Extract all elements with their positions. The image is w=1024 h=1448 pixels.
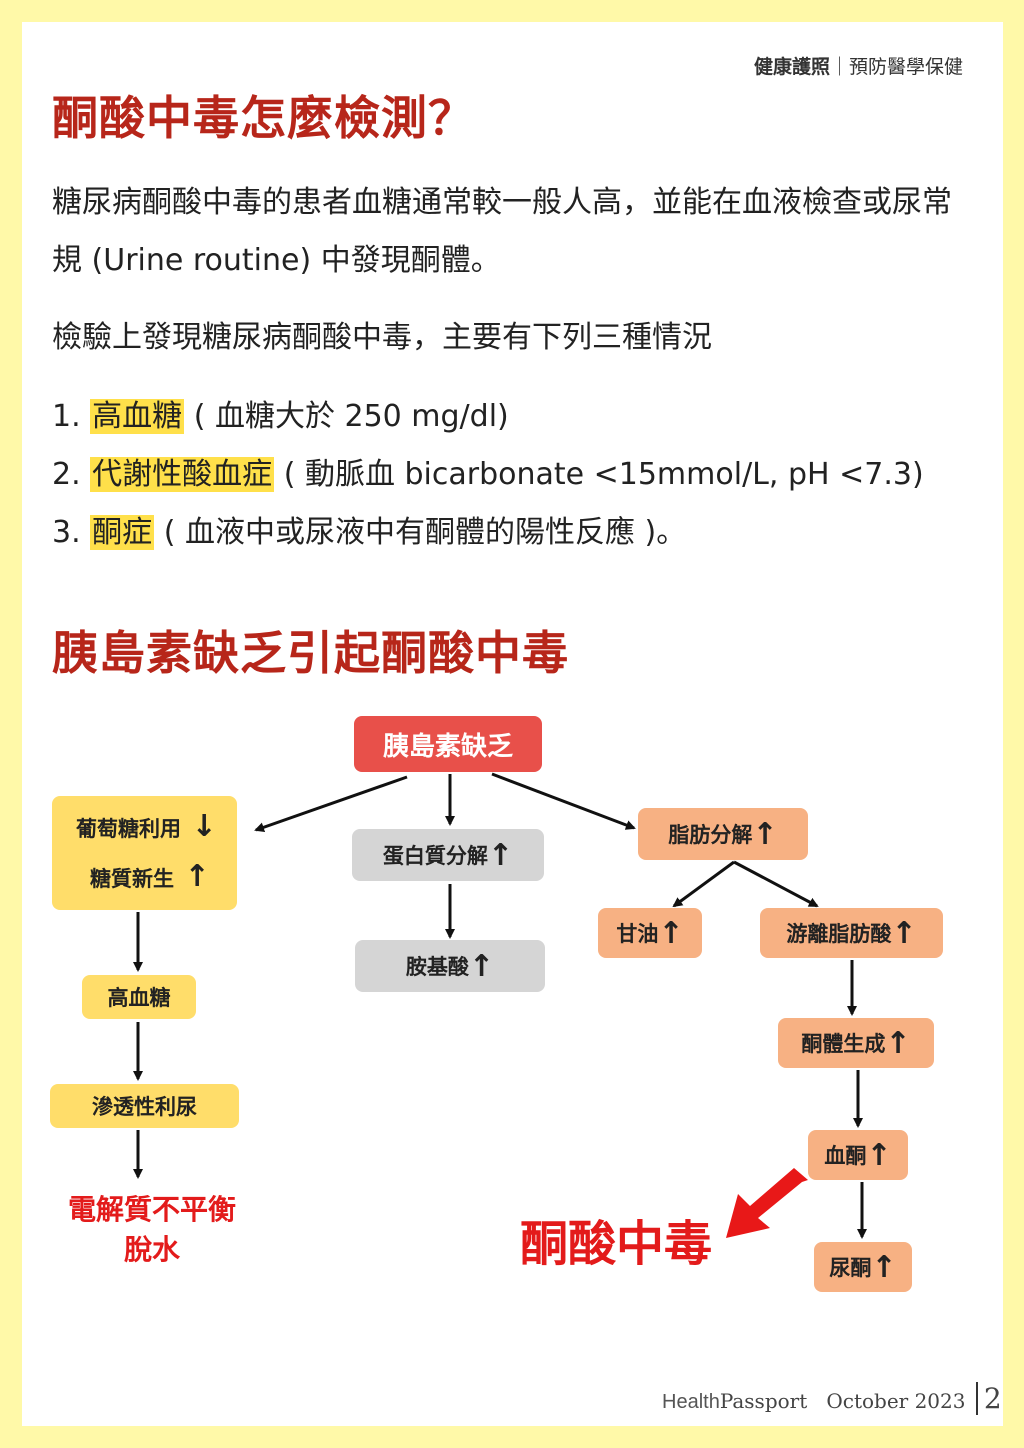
criteria-list: 1. 高血糖 ( 血糖大於 250 mg/dl) 2. 代謝性酸血症 ( 動脈血… — [52, 388, 924, 562]
header-brand: 健康護照 — [753, 56, 830, 78]
footer-brand-passport: Passport — [719, 1389, 808, 1413]
box-protein-breakdown: 蛋白質分解 — [352, 829, 544, 881]
box-free-fatty-acid: 游離脂肪酸 — [760, 908, 943, 958]
red-arrow-icon — [726, 1168, 808, 1238]
box-glycerol: 甘油 — [598, 908, 702, 958]
result-electrolyte: 電解質不平衡 脫水 — [67, 1193, 236, 1266]
page-footer: HealthPassport October 2023 2 — [662, 1382, 1002, 1415]
page-number: 2 — [975, 1382, 1002, 1415]
box-hyperglycemia: 高血糖 — [82, 975, 196, 1019]
box-osmotic-diuresis: 滲透性利尿 — [50, 1084, 239, 1128]
intro-paragraph: 糖尿病酮酸中毒的患者血糖通常較一般人高，並能在血液檢查或尿常規 (Urine r… — [52, 185, 952, 278]
highlight-term: 高血糖 — [90, 399, 185, 434]
list-item: 3. 酮症 ( 血液中或尿液中有酮體的陽性反應 )。 — [52, 515, 687, 550]
list-item: 2. 代謝性酸血症 ( 動脈血 bicarbonate <15mmol/L, p… — [52, 457, 924, 492]
box-lipolysis: 脂肪分解 — [638, 808, 808, 860]
page-header: 健康護照｜預防醫學保健 — [754, 52, 963, 79]
highlight-term: 代謝性酸血症 — [90, 457, 275, 492]
section-title-detection: 酮酸中毒怎麼檢測？ — [52, 91, 475, 145]
arrow-root-to-glucose — [254, 775, 408, 833]
arrow-lipolysis-to-glycerol — [672, 860, 735, 908]
box-urine-ketone: 尿酮 — [814, 1242, 912, 1292]
list-item: 1. 高血糖 ( 血糖大於 250 mg/dl) — [52, 399, 509, 434]
section-title-insulin: 胰島素缺乏引起酮酸中毒 — [52, 626, 569, 680]
box-amino-acid: 胺基酸 — [355, 940, 545, 992]
header-separator: ｜ — [829, 56, 849, 78]
highlight-term: 酮症 — [90, 515, 155, 550]
box-ketone-generation: 酮體生成 — [778, 1018, 934, 1068]
footer-date: October 2023 — [826, 1389, 966, 1413]
page: 健康護照｜預防醫學保健 酮酸中毒怎麼檢測？ 糖尿病酮酸中毒的患者血糖通常較一般人… — [22, 22, 1003, 1426]
box-glucose-metabolism: 葡萄糖利用 糖質新生 — [52, 796, 237, 910]
header-section: 預防醫學保健 — [848, 56, 963, 78]
criteria-intro: 檢驗上發現糖尿病酮酸中毒，主要有下列三種情況 — [52, 320, 712, 355]
footer-brand-health: Health — [662, 1391, 720, 1413]
box-blood-ketone: 血酮 — [808, 1130, 908, 1180]
result-dka: 酮酸中毒 — [519, 1216, 712, 1272]
gluconeogenesis-label: 糖質新生 — [76, 853, 210, 903]
box-insulin-deficiency: 胰島素缺乏 — [354, 716, 542, 772]
arrow-lipolysis-to-ffa — [733, 860, 819, 908]
glucose-use-label: 葡萄糖利用 — [76, 803, 217, 853]
arrow-root-to-lipolysis — [491, 772, 636, 830]
flowchart-arrows — [133, 772, 867, 1239]
